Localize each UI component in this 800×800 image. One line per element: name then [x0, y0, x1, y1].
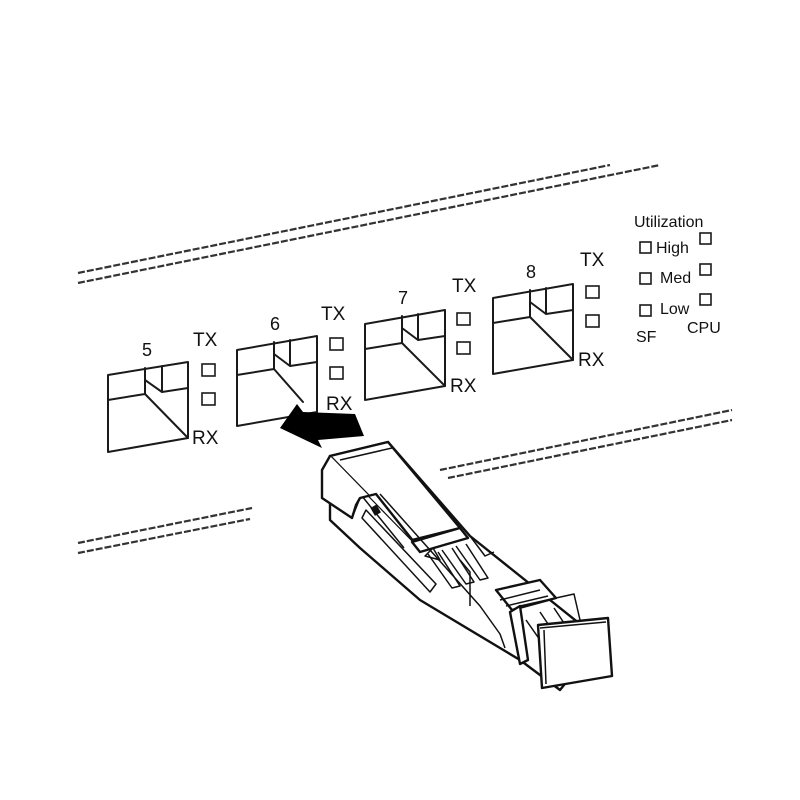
switch-panel-bottom-edge	[77, 408, 733, 555]
sf-label: SF	[636, 329, 657, 346]
tx-led	[201, 363, 216, 377]
port-8: 8 TX RX	[492, 250, 605, 375]
tx-led	[585, 285, 600, 299]
tx-label: TX	[321, 304, 346, 325]
sf-med-led	[639, 272, 652, 285]
tx-led	[329, 337, 344, 351]
level-med: Med	[660, 270, 691, 287]
rx-label: RX	[450, 376, 477, 397]
switch-panel-top-edge	[77, 163, 661, 285]
port-5: 5 TX RX	[107, 330, 219, 453]
sf-low-led	[639, 304, 652, 317]
sfp-module	[320, 440, 614, 692]
level-low: Low	[660, 301, 690, 318]
cpu-med-led	[699, 263, 712, 276]
tx-led	[456, 312, 471, 326]
level-high: High	[656, 240, 689, 257]
port-number: 6	[270, 314, 280, 334]
port-number: 8	[526, 262, 536, 282]
rx-led	[329, 366, 344, 380]
utilization-title: Utilization	[634, 214, 703, 231]
cpu-label: CPU	[687, 320, 721, 337]
sf-high-led	[639, 241, 652, 254]
rx-label: RX	[192, 428, 219, 449]
tx-label: TX	[580, 250, 605, 271]
port-number: 5	[142, 340, 152, 360]
cpu-high-led	[699, 232, 712, 245]
insert-arrow-icon	[280, 404, 364, 448]
rx-label: RX	[326, 394, 353, 415]
utilization-panel: Utilization High Med Low SF CPU	[634, 214, 721, 346]
tx-label: TX	[452, 276, 477, 297]
rx-led	[201, 392, 216, 406]
port-7: 7 TX RX	[364, 276, 477, 401]
cpu-low-led	[699, 293, 712, 306]
tx-label: TX	[193, 330, 218, 351]
rx-led	[585, 314, 600, 328]
rx-led	[456, 341, 471, 355]
rx-label: RX	[578, 350, 605, 371]
port-6: 6 TX RX	[236, 304, 353, 427]
port-number: 7	[398, 288, 408, 308]
